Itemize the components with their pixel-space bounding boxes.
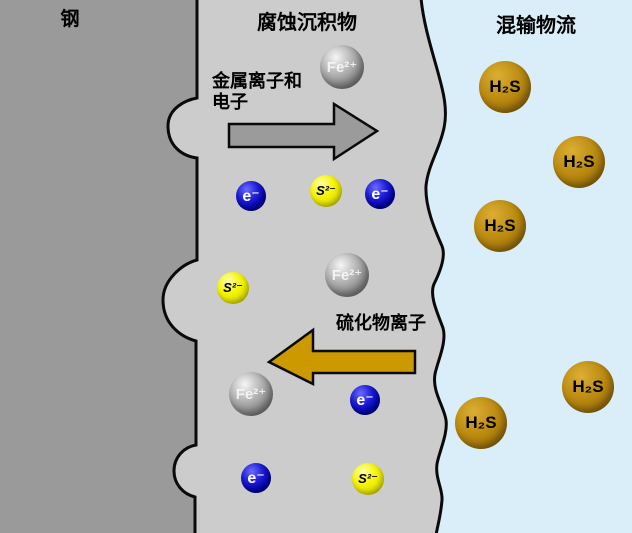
metal-ions-arrow-label: 金属离子和 电子 [212,71,302,113]
h2s-molecule-sphere: H₂S [553,136,605,188]
metal-ions-arrow-label-line1: 金属离子和 [212,71,302,91]
sulfide-ion-sphere: S²⁻ [217,272,249,304]
electron-label: e⁻ [247,470,265,487]
h2s-label: H₂S [572,377,604,396]
sulfide-ions-arrow-label: 硫化物离子 [336,313,426,333]
h2s-molecule-sphere: H₂S [479,61,531,113]
h2s-molecule-sphere: H₂S [455,397,507,449]
electron-sphere: e⁻ [365,179,395,209]
steel-deposit-boundary [161,0,199,533]
deposit-region-title: 腐蚀沉积物 [257,12,357,34]
electron-label: e⁻ [242,188,260,205]
sulfide-ion-sphere: S²⁻ [352,463,384,495]
sulfide-ion-label: S²⁻ [223,280,243,295]
electron-label: e⁻ [356,392,374,409]
electron-sphere: e⁻ [241,463,271,493]
fe-ion-sphere: Fe²⁺ [229,372,273,416]
deposit-fluid-boundary [419,0,448,533]
h2s-label: H₂S [563,152,595,171]
electron-sphere: e⁻ [236,181,266,211]
fe-ion-label: Fe²⁺ [331,267,363,284]
fe-ion-label: Fe²⁺ [326,59,358,76]
h2s-label: H₂S [465,413,497,432]
sulfide-ion-label: S²⁻ [316,183,336,198]
fe-ion-sphere: Fe²⁺ [320,45,364,89]
fe-ion-sphere: Fe²⁺ [325,253,369,297]
metal-ions-arrow [227,101,380,162]
h2s-label: H₂S [489,77,521,96]
deposit-region [163,0,460,533]
fluid-region-title: 混输物流 [496,15,576,37]
electron-label: e⁻ [371,186,389,203]
sulfide-ion-sphere: S²⁻ [310,175,342,207]
metal-ions-arrow-label-line2: 电子 [212,92,248,112]
fe-ion-label: Fe²⁺ [235,386,267,403]
sulfide-ions-arrow [266,327,417,387]
h2s-molecule-sphere: H₂S [474,200,526,252]
sulfide-ion-label: S²⁻ [358,471,378,486]
electron-sphere: e⁻ [350,385,380,415]
steel-region-title: 钢 [60,9,80,30]
h2s-molecule-sphere: H₂S [562,361,614,413]
h2s-label: H₂S [484,216,516,235]
